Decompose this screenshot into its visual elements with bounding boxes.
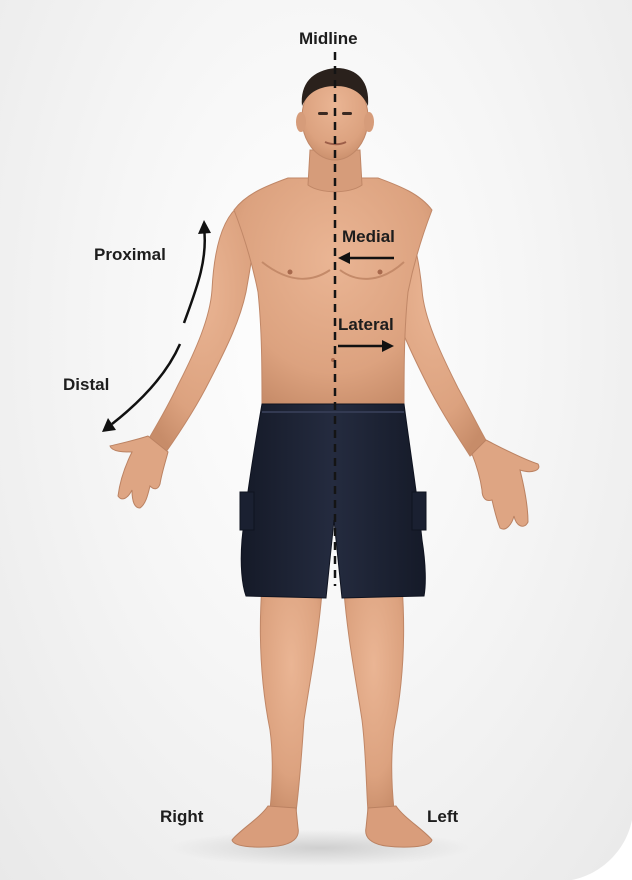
- right-side-label: Right: [160, 808, 203, 825]
- right-foot: [232, 806, 298, 847]
- page-curl-corner: [572, 820, 632, 880]
- midline-label: Midline: [299, 30, 358, 47]
- left-foot: [366, 806, 432, 847]
- eye: [342, 112, 352, 115]
- left-leg: [344, 585, 404, 812]
- cargo-pocket: [240, 492, 254, 530]
- cargo-pocket: [412, 492, 426, 530]
- ear: [364, 112, 374, 132]
- ear: [296, 112, 306, 132]
- torso: [234, 178, 432, 410]
- right-arm: [148, 205, 256, 452]
- nipple: [378, 270, 383, 275]
- distal-label: Distal: [63, 376, 109, 393]
- right-leg: [260, 585, 322, 812]
- proximal-arrowhead: [198, 220, 211, 234]
- distal-arrowhead: [102, 418, 116, 432]
- right-hand: [110, 436, 168, 508]
- left-hand: [472, 440, 539, 529]
- proximal-label: Proximal: [94, 246, 166, 263]
- nipple: [288, 270, 293, 275]
- left-side-label: Left: [427, 808, 458, 825]
- proximal-arrow: [184, 228, 205, 323]
- lateral-label: Lateral: [338, 316, 394, 333]
- eye: [318, 112, 328, 115]
- shorts: [241, 404, 425, 598]
- medial-label: Medial: [342, 228, 395, 245]
